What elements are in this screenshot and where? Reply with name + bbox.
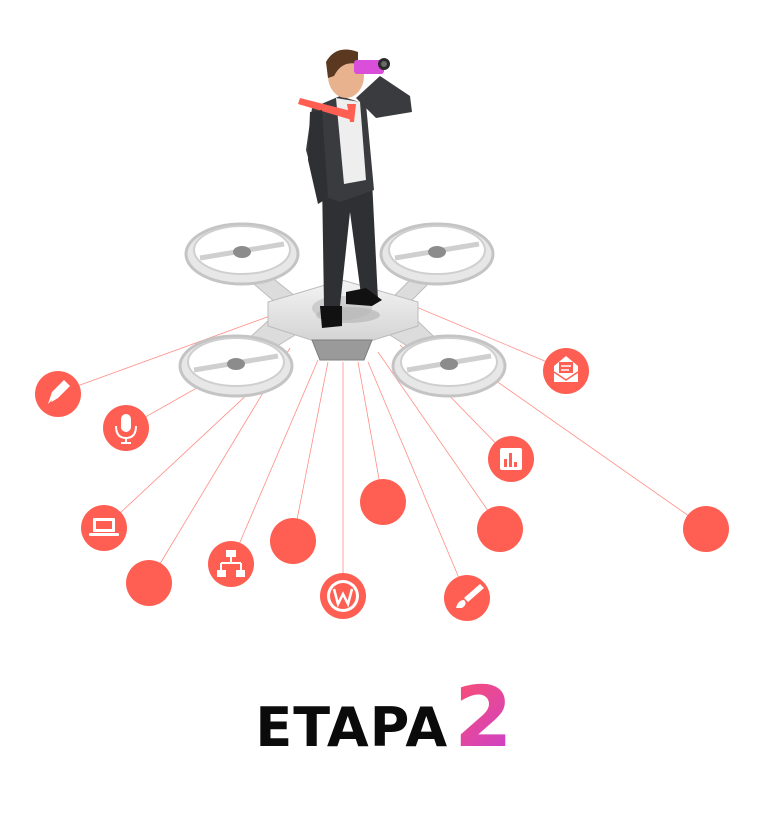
microphone-icon-node bbox=[103, 405, 149, 451]
bar-chart-icon bbox=[500, 448, 522, 470]
stage-title-word: ETAPA bbox=[255, 696, 449, 759]
empty-node bbox=[270, 518, 316, 564]
empty-node bbox=[477, 506, 523, 552]
businessman bbox=[298, 49, 412, 328]
connection-lines bbox=[57, 297, 707, 598]
microphone-icon bbox=[115, 414, 137, 444]
wordpress-icon-node bbox=[320, 573, 366, 619]
laptop-icon bbox=[89, 518, 119, 536]
rotor-top-left bbox=[184, 222, 300, 286]
laptop-icon-node bbox=[81, 505, 127, 551]
pencil-icon-node bbox=[35, 371, 81, 417]
rotor-bottom-right bbox=[391, 334, 507, 398]
pencil-icon bbox=[48, 380, 70, 405]
chart-icon-node bbox=[488, 436, 534, 482]
envelope-icon bbox=[553, 356, 579, 382]
brush-icon bbox=[456, 584, 484, 608]
rotor-top-right bbox=[379, 222, 495, 286]
stage-title: ETAPA2 bbox=[0, 668, 768, 766]
sitemap-icon bbox=[217, 550, 245, 577]
rotor-bottom-left bbox=[178, 334, 294, 398]
empty-node bbox=[360, 479, 406, 525]
email-icon-node bbox=[543, 348, 589, 394]
empty-node bbox=[683, 506, 729, 552]
empty-node bbox=[126, 560, 172, 606]
brush-icon-node bbox=[444, 575, 490, 621]
stage-title-number: 2 bbox=[454, 668, 513, 766]
wordpress-icon bbox=[327, 580, 359, 612]
sitemap-icon-node bbox=[208, 541, 254, 587]
node-circles bbox=[35, 348, 729, 621]
